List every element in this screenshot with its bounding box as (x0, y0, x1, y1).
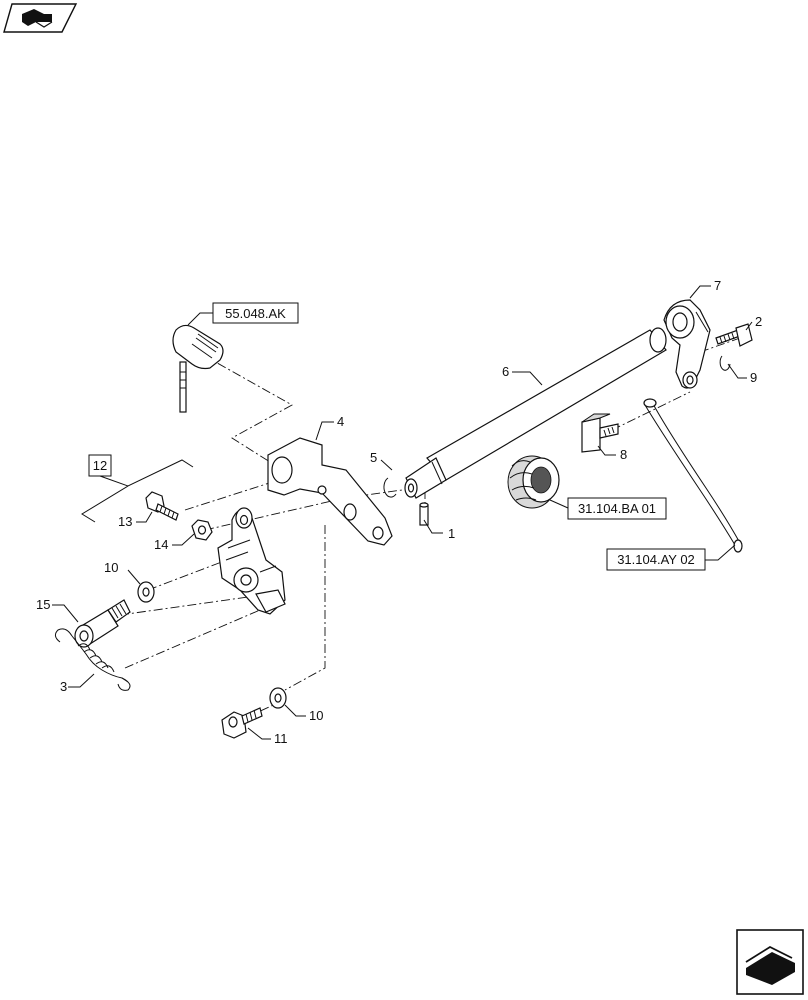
bracket-part-4 (267, 437, 393, 546)
svg-text:12: 12 (93, 458, 107, 473)
circlip-part-5 (383, 477, 397, 498)
reference-box-31104-ba[interactable]: 31.104.BA 01 (567, 497, 667, 520)
shaft-part-6 (404, 327, 667, 499)
callout-8: 8 (620, 447, 627, 462)
callout-11: 11 (274, 731, 288, 746)
stud-part-15 (74, 599, 131, 648)
actuator-lever (217, 507, 286, 615)
spring-part-3 (54, 628, 131, 691)
nut-part-14 (191, 519, 213, 541)
callout-5: 5 (370, 450, 377, 465)
svg-text:55.048.AK: 55.048.AK (225, 306, 286, 321)
circlip-part-9 (719, 355, 731, 371)
callout-leaders (52, 285, 753, 740)
callout-9: 9 (750, 370, 757, 385)
reference-box-55048[interactable]: 55.048.AK (212, 302, 299, 324)
callout-7: 7 (714, 278, 721, 293)
svg-text:31.104.AY 02: 31.104.AY 02 (617, 552, 695, 567)
previous-page-icon[interactable] (3, 3, 78, 33)
block-part-8 (581, 413, 619, 453)
lever-part-7 (663, 299, 711, 389)
pin-part-1 (419, 502, 429, 526)
reference-12-lines (81, 459, 194, 523)
assembly-lines (119, 337, 741, 719)
callout-1: 1 (448, 526, 455, 541)
washer-part-10-lower (269, 687, 287, 709)
reference-box-31104-ay[interactable]: 31.104.AY 02 (606, 548, 706, 571)
callout-10-lower: 10 (309, 708, 323, 723)
bolt-part-13 (145, 491, 179, 521)
callout-10-upper: 10 (104, 560, 118, 575)
callout-4: 4 (337, 414, 344, 429)
next-page-icon[interactable] (736, 929, 804, 995)
cable-assembly (643, 398, 743, 553)
pulley-assembly (507, 455, 560, 509)
callout-2: 2 (755, 314, 762, 329)
callout-labels: 1 2 3 4 5 6 7 8 9 10 10 11 13 14 15 (36, 278, 762, 746)
callout-15: 15 (36, 597, 50, 612)
bolt-part-11 (221, 707, 263, 739)
callout-3: 3 (60, 679, 67, 694)
callout-14: 14 (154, 537, 168, 552)
reference-box-12[interactable]: 12 (88, 454, 112, 477)
svg-text:31.104.BA 01: 31.104.BA 01 (578, 501, 656, 516)
callout-6: 6 (502, 364, 509, 379)
washer-part-10-upper (137, 581, 155, 603)
cable-end-fitting (172, 324, 224, 413)
bolt-part-2 (715, 323, 753, 347)
callout-13: 13 (118, 514, 132, 529)
